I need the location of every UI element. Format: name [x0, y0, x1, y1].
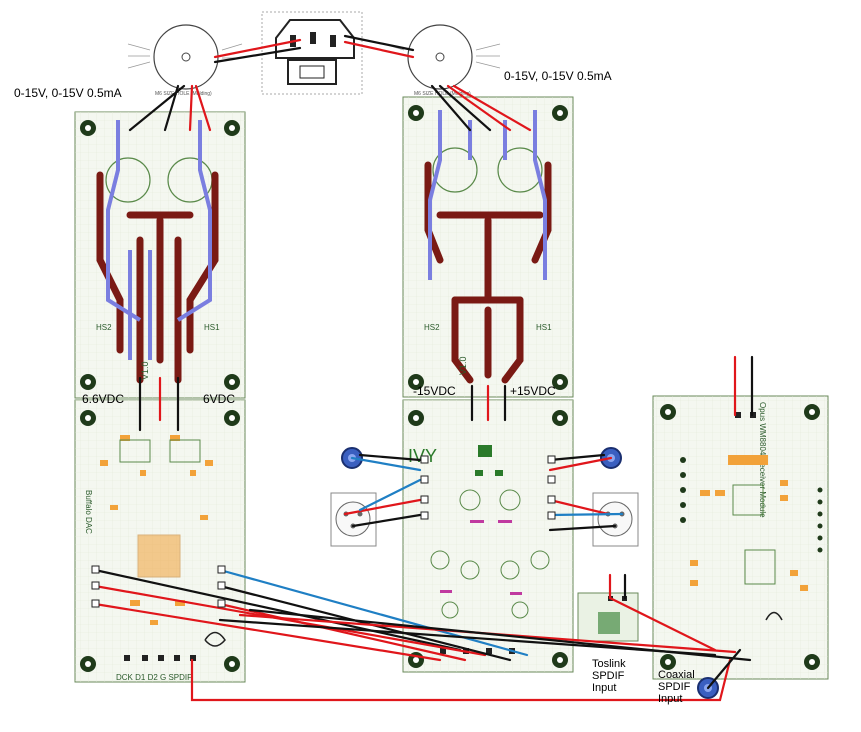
left-psu-board: HS2 HS1 V1.0 [74, 111, 246, 399]
right-psu-output-left: -15VDC [413, 384, 456, 398]
svg-text:HS2: HS2 [424, 323, 440, 332]
toslink-module [577, 592, 639, 642]
opus-receiver-board: Opus WM8804 Receiver Module [652, 395, 829, 680]
left-hole-note: M6 SIZE HOLE (Molding) [155, 91, 212, 97]
right-transformer: M6 SIZE HOLE (Molding) [383, 24, 501, 97]
svg-text:HS1: HS1 [204, 323, 220, 332]
left-psu-version: V1.0 [140, 361, 150, 380]
wires [93, 34, 754, 702]
left-psu-output-left: 6.6VDC [82, 392, 125, 406]
iec-power-inlet [261, 11, 363, 95]
right-psu-board: HS2 HS1 V1.0 [402, 96, 574, 398]
svg-text:HS2: HS2 [96, 323, 112, 332]
left-transformer-rating: 0-15V, 0-15V 0.5mA [14, 86, 122, 100]
buffalo-dac-board: Buffalo DAC DCK D1 D2 G SPDIF [74, 399, 246, 683]
right-psu-output-right: +15VDC [510, 384, 556, 398]
buffalo-bottom-label: DCK D1 D2 G SPDIF [116, 673, 192, 682]
ivy-board: IVY [402, 399, 574, 673]
buffalo-title: Buffalo DAC [84, 490, 93, 534]
svg-text:HS1: HS1 [536, 323, 552, 332]
right-hole-note: M6 SIZE HOLE (Molding) [414, 91, 471, 97]
right-transformer-rating: 0-15V, 0-15V 0.5mA [504, 69, 612, 83]
right-psu-version: V1.0 [458, 356, 468, 375]
xlr-connector-left [330, 492, 377, 547]
xlr-connector-right [592, 492, 639, 547]
toslink-label: Toslink SPDIF Input [592, 658, 626, 694]
coaxial-label: Coaxial SPDIF Input [658, 669, 695, 705]
left-psu-output-right: 6VDC [203, 392, 236, 406]
